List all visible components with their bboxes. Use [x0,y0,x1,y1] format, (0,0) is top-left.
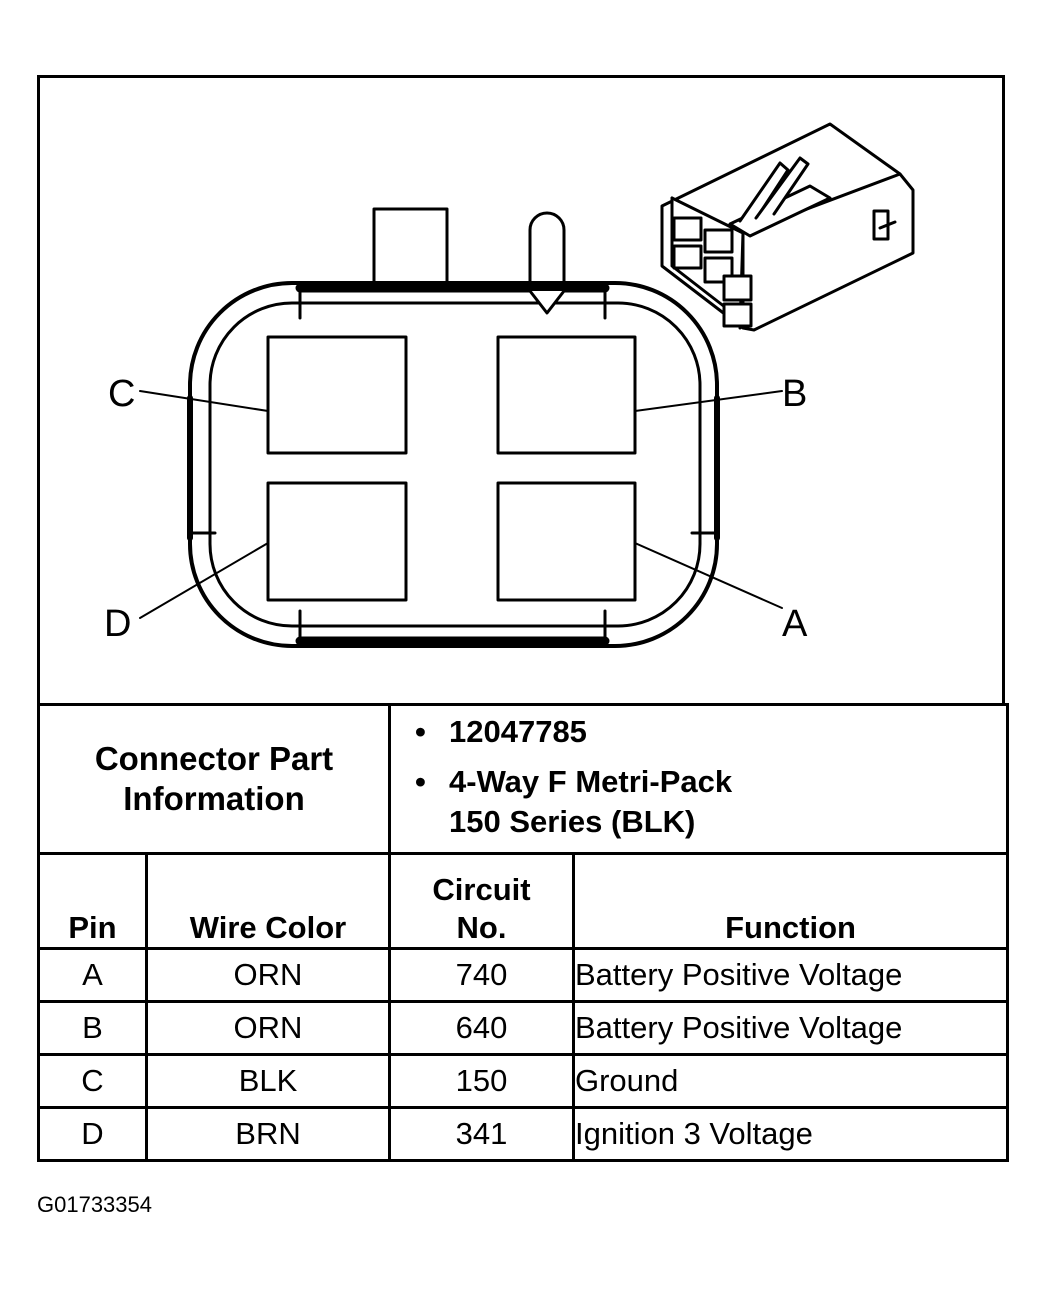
cell-pin: C [37,1053,148,1109]
pin-label-c: C [108,373,135,415]
connector-description: 4-Way F Metri-Pack 150 Series (BLK) [415,762,1006,842]
connector-body-outline [187,207,720,648]
connector-description-line1: 4-Way F Metri-Pack [449,764,733,799]
table-header-row: Pin Wire Color Circuit No. Function [37,852,1010,950]
header-function: Function [571,852,1010,950]
header-pin: Pin [37,852,148,950]
header-wire-color: Wire Color [145,852,391,950]
cell-function: Ignition 3 Voltage [571,1106,1010,1162]
connector-face-diagram: C B D A [104,122,915,648]
header-circuit-no: Circuit No. [388,852,575,950]
part-number: 12047785 [415,712,1006,752]
table-row: D BRN 341 Ignition 3 Voltage [37,1106,1010,1162]
connector-info-values: 12047785 4-Way F Metri-Pack 150 Series (… [387,703,1010,855]
connector-isometric-sketch [660,122,915,332]
pin-leader-lines [139,390,783,619]
connector-diagram-frame: C B D A [37,75,1005,705]
connector-info-label-line2: Information [123,780,305,817]
pin-label-b: B [782,373,807,415]
connector-table: Connector Part Information 12047785 4-Wa… [37,703,1010,1162]
table-row: B ORN 640 Battery Positive Voltage [37,1000,1010,1056]
cell-circuit: 640 [388,1000,575,1056]
cell-wire-color: ORN [145,1000,391,1056]
cell-function: Battery Positive Voltage [571,947,1010,1003]
cell-pin: A [37,947,148,1003]
table-row: C BLK 150 Ground [37,1053,1010,1109]
cell-wire-color: BRN [145,1106,391,1162]
figure-id: G01733354 [37,1192,152,1217]
cell-circuit: 341 [388,1106,575,1162]
cell-pin: D [37,1106,148,1162]
cell-pin: B [37,1000,148,1056]
pin-label-d: D [104,603,131,645]
cell-circuit: 740 [388,947,575,1003]
cell-function: Battery Positive Voltage [571,1000,1010,1056]
header-circuit-line2: No. [456,910,507,945]
cell-wire-color: BLK [145,1053,391,1109]
cell-circuit: 150 [388,1053,575,1109]
header-circuit-line1: Circuit [432,872,531,907]
connector-info-label-line1: Connector Part [94,740,334,777]
connector-info-label: Connector Part Information [37,703,391,855]
connector-info-row: Connector Part Information 12047785 4-Wa… [37,703,1010,855]
cell-function: Ground [571,1053,1010,1109]
cell-wire-color: ORN [145,947,391,1003]
table-row: A ORN 740 Battery Positive Voltage [37,947,1010,1003]
pin-label-a: A [782,603,808,645]
connector-description-line2: 150 Series (BLK) [449,804,696,839]
